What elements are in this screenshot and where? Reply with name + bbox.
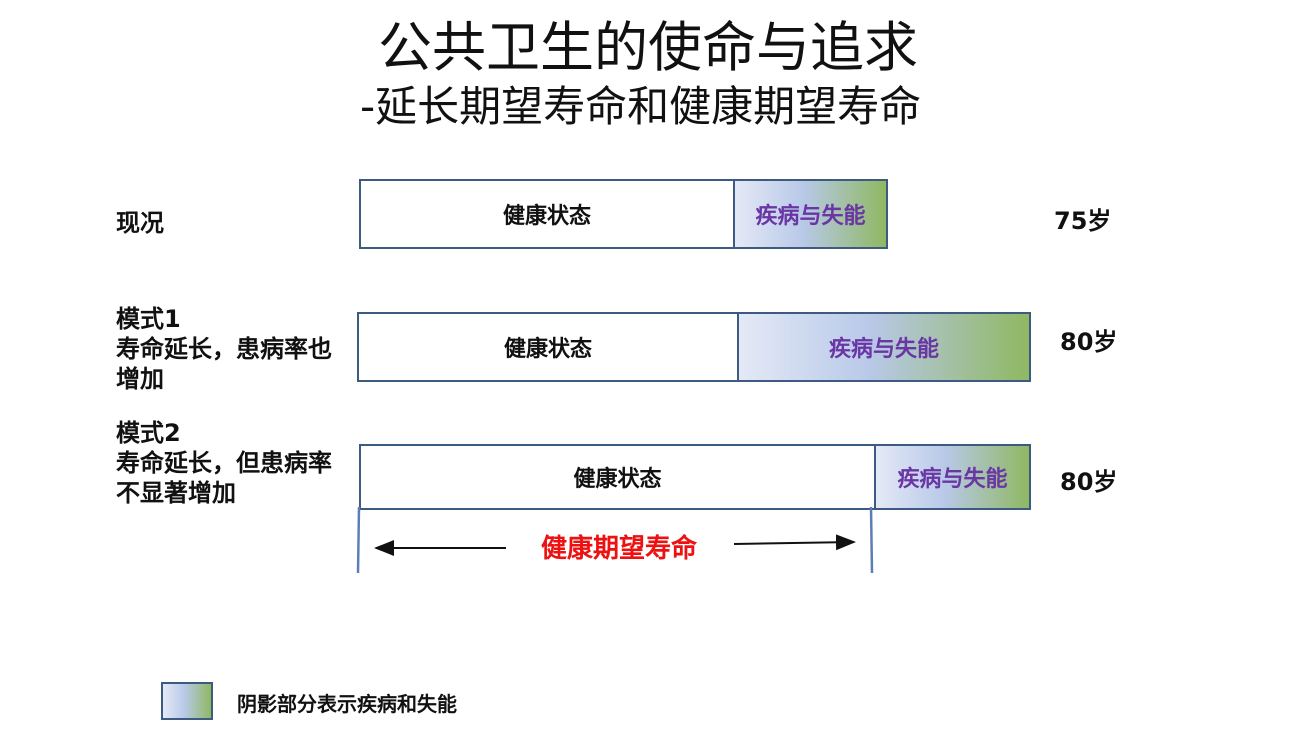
row-label-mode2: 模式2 寿命延长，但患病率 不显著增加 (116, 418, 332, 508)
legend-text: 阴影部分表示疾病和失能 (237, 692, 457, 716)
age-current: 75岁 (1054, 207, 1112, 235)
row-label-line: 不显著增加 (116, 479, 236, 507)
disease-label: 疾病与失能 (828, 337, 939, 362)
disease-segment: 疾病与失能 (739, 314, 1029, 380)
healthy-label: 健康状态 (573, 467, 662, 492)
bar-mode1: 健康状态 疾病与失能 (357, 312, 1031, 382)
row-label-line: 模式1 (116, 305, 181, 333)
slide-subtitle: -延长期望寿命和健康期望寿命 (360, 82, 922, 131)
healthy-label: 健康状态 (502, 204, 591, 229)
row-label-line: 增加 (116, 365, 164, 393)
age-mode1: 80岁 (1060, 328, 1118, 356)
right-arrow-icon (733, 534, 856, 551)
healthy-label: 健康状态 (503, 337, 592, 362)
bar-current: 健康状态 疾病与失能 (359, 179, 888, 249)
row-label-line: 寿命延长，患病率也 (116, 335, 332, 363)
hle-left-boundary (356, 506, 361, 574)
disease-label: 疾病与失能 (755, 204, 866, 229)
legend-swatch (161, 682, 213, 720)
age-mode2: 80岁 (1060, 468, 1118, 496)
hle-label: 健康期望寿命 (541, 534, 698, 564)
disease-segment: 疾病与失能 (735, 181, 886, 247)
healthy-segment: 健康状态 (361, 181, 735, 247)
row-label-mode1: 模式1 寿命延长，患病率也 增加 (116, 304, 332, 394)
disease-segment: 疾病与失能 (876, 446, 1029, 508)
hle-span-indicator (356, 506, 874, 574)
slide-title: 公共卫生的使命与追求 (378, 16, 918, 79)
hle-right-boundary (869, 506, 874, 574)
bar-mode2: 健康状态 疾病与失能 (359, 444, 1031, 510)
row-label-current: 现况 (116, 208, 164, 238)
disease-label: 疾病与失能 (897, 467, 1008, 492)
row-label-line: 寿命延长，但患病率 (116, 449, 332, 477)
row-label-line: 模式2 (116, 419, 181, 447)
row-label-line: 现况 (116, 209, 164, 237)
healthy-segment: 健康状态 (359, 314, 739, 380)
healthy-segment: 健康状态 (361, 446, 876, 508)
